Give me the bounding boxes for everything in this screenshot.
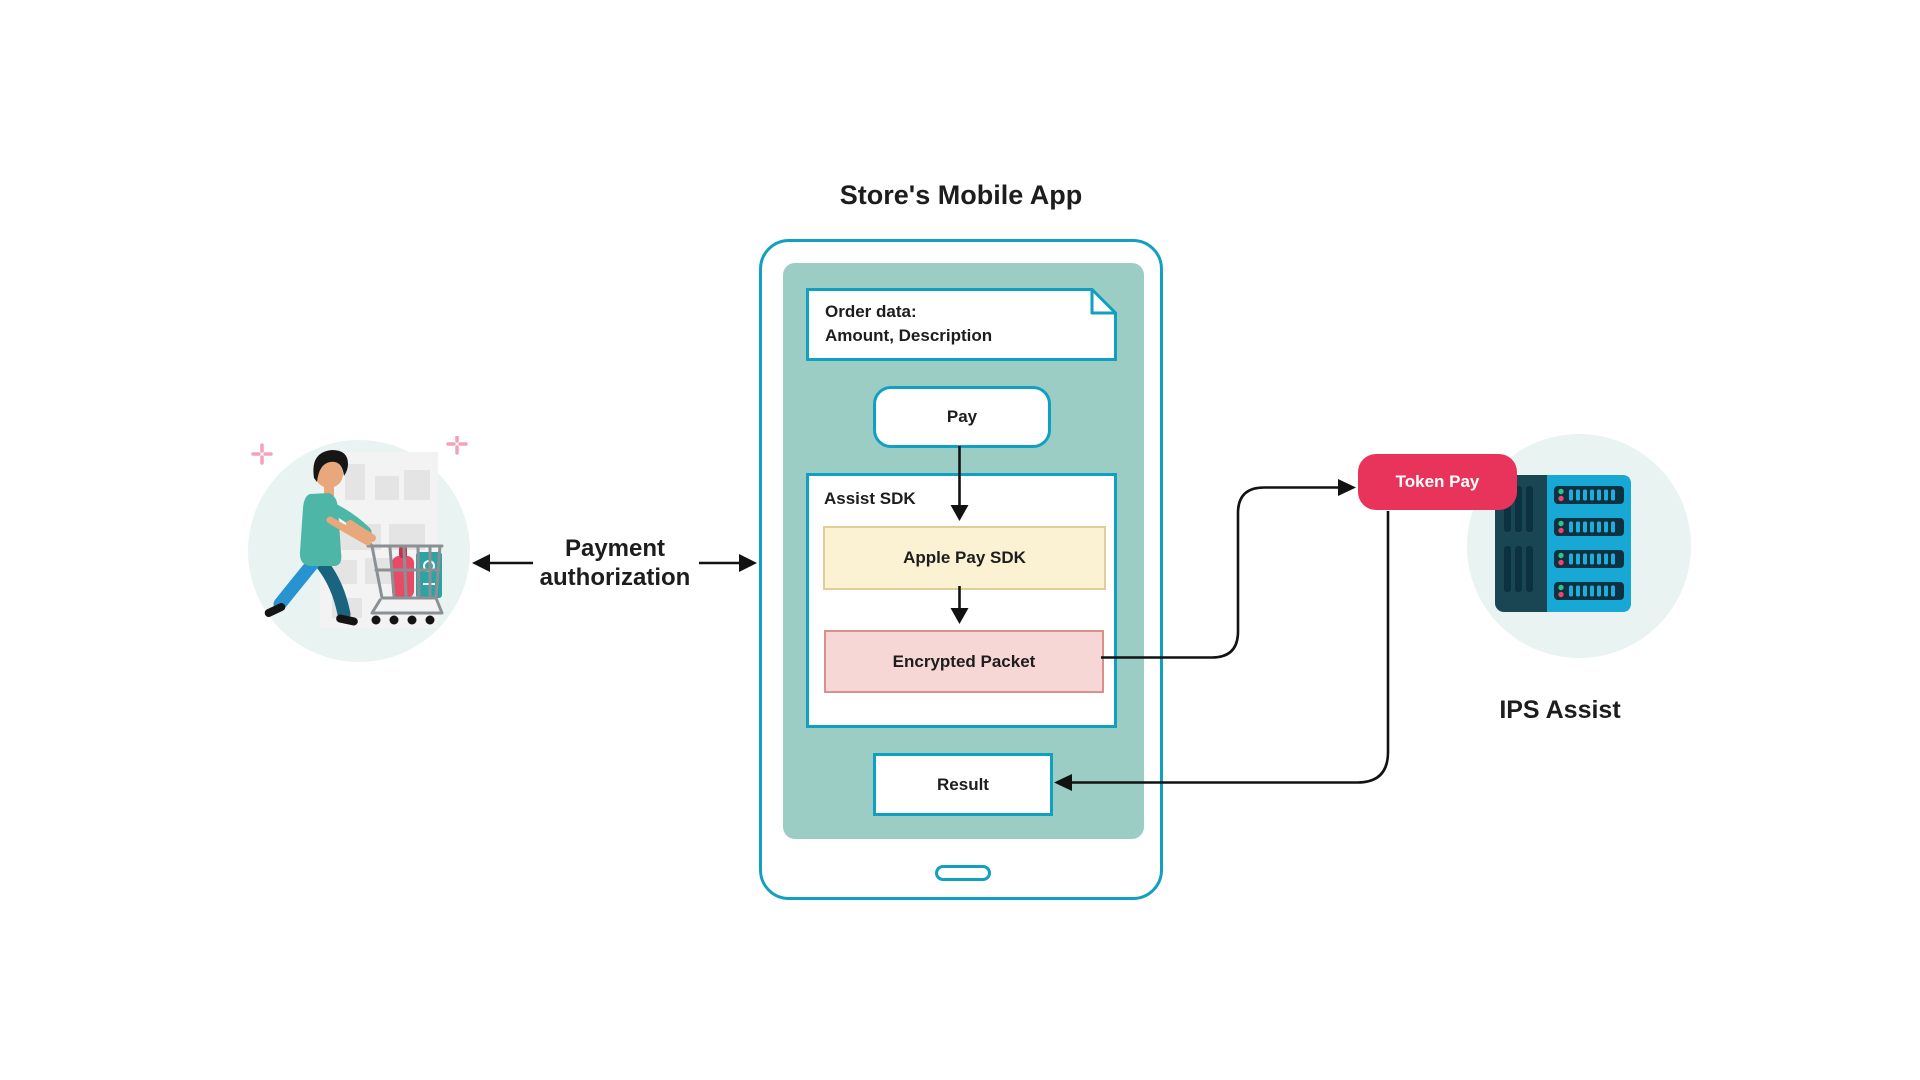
order-data-line-1: Order data: — [825, 302, 917, 321]
order-data-text: Order data: Amount, Description — [825, 300, 992, 348]
pay-button[interactable]: Pay — [873, 386, 1051, 448]
shopper-illustration — [248, 436, 470, 662]
assist-sdk-box: Assist SDK Apple Pay SDK Encrypted Packe… — [806, 473, 1117, 728]
sparkle-icon — [251, 443, 273, 465]
apple-pay-sdk-box: Apple Pay SDK — [823, 526, 1106, 590]
order-data-line-2: Amount, Description — [825, 326, 993, 345]
sparkle-icon — [446, 436, 468, 455]
result-box: Result — [873, 753, 1053, 816]
home-indicator — [935, 865, 991, 881]
order-data-box: Order data: Amount, Description — [806, 288, 1117, 361]
token-pay-button[interactable]: Token Pay — [1358, 454, 1517, 510]
server-illustration — [1467, 434, 1691, 658]
auth-line-2: authorization — [539, 564, 691, 591]
server-slot-lights — [1558, 488, 1615, 598]
shopper-person — [264, 450, 376, 626]
ips-assist-label: IPS Assist — [1499, 696, 1621, 724]
payment-authorization-label: Payment authorization — [505, 534, 725, 592]
store-mobile-app-title: Store's Mobile App — [839, 180, 1083, 210]
phone-frame: Order data: Amount, Description Pay Assi… — [759, 239, 1163, 900]
auth-line-1: Payment — [564, 535, 666, 562]
document-icon — [806, 288, 1117, 361]
server-rack-icon — [1495, 475, 1631, 612]
encrypted-packet-box: Encrypted Packet — [824, 630, 1104, 693]
assist-sdk-label: Assist SDK — [824, 489, 916, 508]
